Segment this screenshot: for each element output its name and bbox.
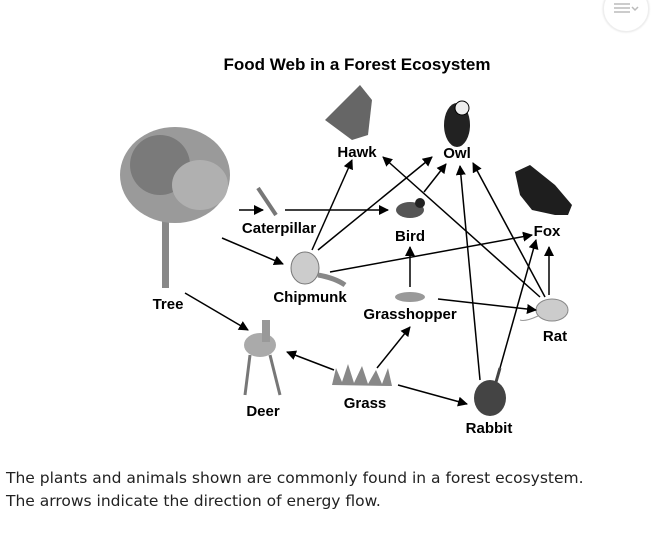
label-tree: Tree xyxy=(153,296,184,313)
arrow-chipmunk-hawk xyxy=(311,159,353,251)
menu-lines-chevron-icon xyxy=(614,3,639,13)
rabbit-picture xyxy=(474,367,506,416)
owl-picture xyxy=(444,100,470,147)
bird-picture xyxy=(396,198,425,218)
arrow-rabbit-fox xyxy=(499,239,539,369)
arrow-grass-grasshopper xyxy=(376,326,411,369)
label-hawk: Hawk xyxy=(337,144,377,161)
food-web-diagram: Food Web in a Forest Ecosystem xyxy=(120,55,572,437)
tree-picture xyxy=(120,127,230,288)
label-deer: Deer xyxy=(246,403,280,420)
caption: The plants and animals shown are commonl… xyxy=(6,467,584,513)
diagram-title: Food Web in a Forest Ecosystem xyxy=(223,55,490,74)
caterpillar-picture xyxy=(256,186,278,217)
arrow-rat-owl xyxy=(472,162,546,298)
caption-line-1: The plants and animals shown are commonl… xyxy=(6,469,584,487)
arrow-tree-chipmunk xyxy=(221,237,284,266)
energy-flow-arrows xyxy=(184,156,554,407)
grasshopper-picture xyxy=(395,292,425,302)
hawk-picture xyxy=(325,85,372,140)
arrow-chipmunk-owl xyxy=(317,156,433,251)
caption-line-2: The arrows indicate the direction of ene… xyxy=(6,492,381,510)
label-chipmunk: Chipmunk xyxy=(273,289,347,306)
arrow-grass-deer xyxy=(286,350,335,371)
grass-picture xyxy=(332,364,392,386)
label-fox: Fox xyxy=(534,223,561,240)
chipmunk-picture xyxy=(290,251,347,288)
deer-picture xyxy=(243,320,282,396)
fox-picture xyxy=(515,165,572,215)
label-owl: Owl xyxy=(443,145,471,162)
arrow-rat-hawk xyxy=(382,156,541,298)
label-rabbit: Rabbit xyxy=(466,420,513,437)
label-rat: Rat xyxy=(543,328,567,345)
arrow-grasshopper-rat xyxy=(437,298,537,314)
arrow-grass-rabbit xyxy=(397,384,468,407)
arrow-bird-owl xyxy=(423,163,447,193)
arrow-rabbit-owl xyxy=(455,165,481,381)
label-caterpillar: Caterpillar xyxy=(242,220,316,237)
rat-picture xyxy=(519,298,569,322)
label-grass: Grass xyxy=(344,395,387,412)
label-bird: Bird xyxy=(395,228,425,245)
arrow-tree-deer xyxy=(184,292,249,331)
arrow-chipmunk-fox xyxy=(329,231,533,273)
label-grasshopper: Grasshopper xyxy=(363,306,457,323)
